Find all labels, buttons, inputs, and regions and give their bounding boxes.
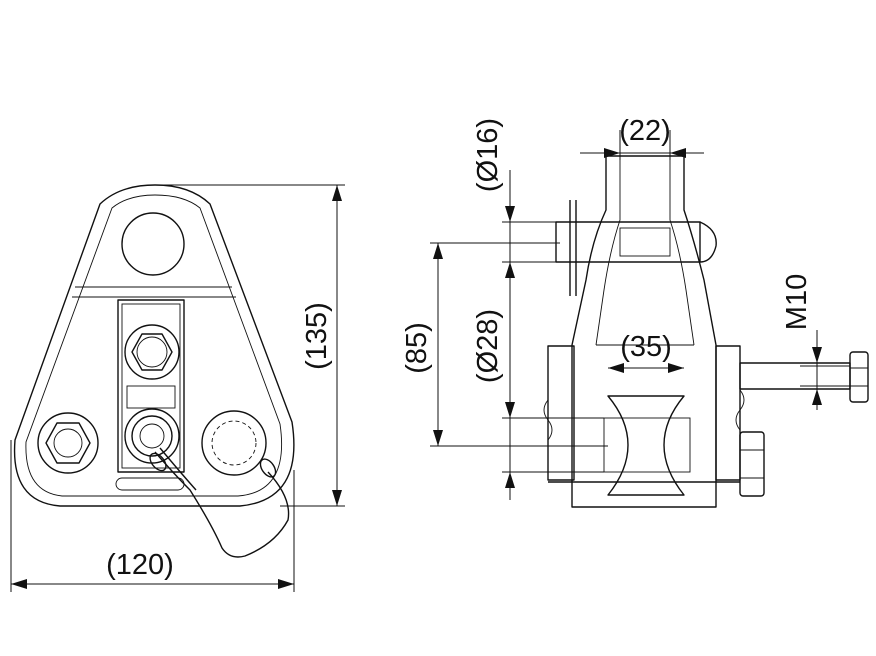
dim-roller-diameter-label: (Ø28) (472, 309, 504, 383)
lower-bolt-center (139, 423, 165, 449)
dim-roller-width: (35) (608, 331, 684, 373)
triangular-plate-outline (13, 184, 295, 507)
clevis-body (571, 156, 717, 508)
left-bolt-center (53, 428, 83, 458)
dim-height-left: (135) (155, 184, 345, 507)
upper-bolt-center (136, 336, 168, 368)
top-hole (121, 212, 185, 276)
dim-pin-diameter-label: (Ø16) (472, 118, 504, 192)
dim-height-left-label: (135) (301, 302, 333, 370)
roller-axle (603, 417, 691, 473)
bracket-slot (126, 385, 176, 409)
dim-clevis-width-label: (22) (619, 115, 671, 147)
dim-bolt-thread-label: M10 (781, 274, 813, 330)
bottom-slot (115, 477, 185, 491)
right-boss-hidden (211, 420, 257, 466)
front-view: (120) (135) (10, 184, 345, 592)
dim-roller-width-label: (35) (620, 331, 672, 363)
right-plate-break (735, 389, 745, 431)
m10-bolt-head (849, 351, 869, 403)
right-boss (201, 410, 267, 476)
left-plate-break (543, 399, 553, 441)
clevis-inner-left (595, 156, 621, 346)
lanyard-ring-left (149, 452, 167, 472)
dim-height-right: (85) (401, 242, 608, 447)
left-bolt-hex (45, 422, 91, 464)
dim-width: (120) (10, 440, 295, 592)
wire-lanyard (154, 451, 290, 558)
dim-roller-diameter: (Ø28) (472, 290, 604, 500)
left-side-plate (547, 345, 575, 481)
clevis-inner-right (669, 156, 695, 346)
side-view: (22) (Ø16) (Ø28) (85) (401, 115, 869, 508)
lower-nut (739, 431, 765, 497)
pin-head (699, 221, 717, 263)
lower-bolt-head (131, 415, 173, 457)
roller (607, 395, 685, 496)
dim-pin-diameter: (Ø16) (472, 118, 560, 300)
upper-pin-core (619, 227, 671, 257)
upper-bolt-hex (131, 333, 173, 371)
dim-width-label: (120) (106, 549, 174, 581)
m10-bolt-shank (739, 362, 851, 390)
right-side-plate (715, 345, 741, 481)
dim-clevis-width: (22) (580, 115, 704, 160)
dim-bolt-thread: M10 (781, 274, 822, 410)
lower-bolt-washer (124, 408, 180, 464)
center-bracket-inner (121, 303, 181, 469)
upper-pin (555, 221, 701, 263)
center-bracket (117, 299, 185, 473)
dim-height-right-label: (85) (401, 322, 433, 374)
lanyard-ring (259, 458, 277, 478)
left-bolt-washer (37, 412, 99, 474)
upper-bolt-washer (124, 324, 180, 380)
wire-lanyard-2 (159, 447, 197, 491)
plate-inner-edge (25, 194, 283, 497)
